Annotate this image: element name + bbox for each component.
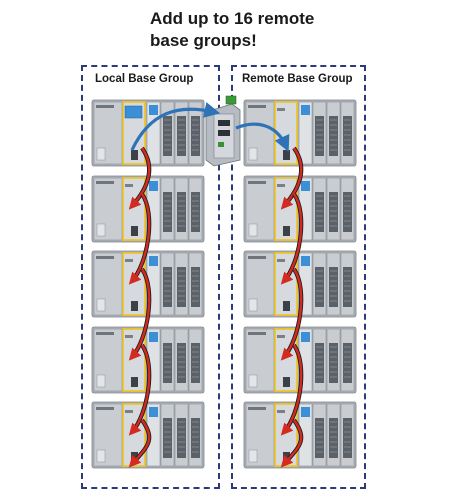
remote-expansion-cable [280, 344, 303, 436]
io-module-icon [340, 177, 355, 241]
remote-expansion-cable [280, 419, 303, 468]
local-expansion-cable [128, 268, 151, 361]
expansion-port-highlight [122, 252, 146, 316]
io-module-icon [174, 328, 189, 392]
io-module-icon [312, 403, 327, 467]
power-supply-icon [93, 403, 123, 467]
io-module-icon [188, 328, 203, 392]
io-module-icon [188, 403, 203, 467]
io-module-icon [340, 403, 355, 467]
power-supply-icon [245, 101, 275, 165]
io-module-icon [326, 328, 341, 392]
io-module-icon [326, 252, 341, 316]
expansion-port-icon [131, 150, 138, 160]
io-module-icon [160, 252, 175, 316]
gateway-layer [205, 95, 241, 167]
expansion-port-highlight [122, 101, 146, 165]
remote-expansion-cable [280, 193, 303, 285]
local-expansion-cable [128, 419, 151, 468]
local-expansion-cable [128, 344, 151, 436]
expansion-port-highlight [122, 328, 146, 392]
headline: Add up to 16 remote base groups! [150, 8, 390, 52]
io-module-icon [312, 328, 327, 392]
io-module-icon [188, 177, 203, 241]
io-module-icon [326, 101, 341, 165]
io-module-icon [312, 252, 327, 316]
power-supply-icon [93, 252, 123, 316]
local-rack-1 [91, 99, 205, 167]
io-module-icon [298, 101, 313, 165]
expansion-port-icon [283, 226, 290, 236]
io-module-icon [340, 328, 355, 392]
expansion-port-icon [283, 377, 290, 387]
expansion-port-highlight [274, 177, 298, 241]
headline-line-2: base groups! [150, 31, 257, 50]
expansion-port-icon [131, 226, 138, 236]
io-module-icon [160, 177, 175, 241]
cpu-module-icon [122, 101, 146, 165]
expansion-port-highlight [274, 252, 298, 316]
power-supply-icon [245, 403, 275, 467]
io-module-icon [160, 403, 175, 467]
io-module-icon [312, 101, 327, 165]
io-module-icon [340, 252, 355, 316]
ethernet-gateway-icon [205, 95, 241, 167]
power-supply-icon [245, 328, 275, 392]
local-base-group-box [81, 65, 220, 489]
remote-rack-1 [243, 99, 357, 167]
power-supply-icon [93, 101, 123, 165]
io-module-icon [146, 403, 161, 467]
power-supply-icon [245, 252, 275, 316]
expansion-port-icon [283, 301, 290, 311]
io-module-icon [326, 403, 341, 467]
power-supply-icon [93, 177, 123, 241]
io-module-icon [174, 101, 189, 165]
io-module-icon [340, 101, 355, 165]
remote-base-group-title: Remote Base Group [242, 73, 353, 85]
headline-line-1: Add up to 16 remote [150, 9, 315, 28]
expansion-port-highlight [122, 177, 146, 241]
io-module-icon [312, 177, 327, 241]
expansion-port-icon [283, 150, 290, 160]
io-module-icon [160, 328, 175, 392]
io-module-icon [188, 252, 203, 316]
io-module-icon [188, 101, 203, 165]
local-base-group-title: Local Base Group [95, 73, 194, 85]
io-module-icon [160, 101, 175, 165]
io-module-icon [174, 403, 189, 467]
remote-expansion-cable [280, 268, 303, 361]
io-module-icon [174, 177, 189, 241]
remote-base-group-box [231, 65, 366, 489]
gateway-connector-icon [225, 95, 237, 105]
io-module-icon [146, 101, 161, 165]
power-supply-icon [93, 328, 123, 392]
power-supply-icon [245, 177, 275, 241]
io-module-icon [326, 177, 341, 241]
expansion-port-highlight [274, 328, 298, 392]
remote-expansion-cable [280, 147, 303, 210]
expansion-port-icon [131, 377, 138, 387]
ethernet-cable-to-gateway [130, 102, 221, 151]
local-expansion-cable [128, 147, 151, 210]
io-module-icon [174, 252, 189, 316]
cable-layer [128, 102, 304, 468]
expansion-port-icon [131, 301, 138, 311]
local-expansion-cable [128, 193, 151, 285]
ethernet-cable-to-remote [235, 122, 290, 152]
